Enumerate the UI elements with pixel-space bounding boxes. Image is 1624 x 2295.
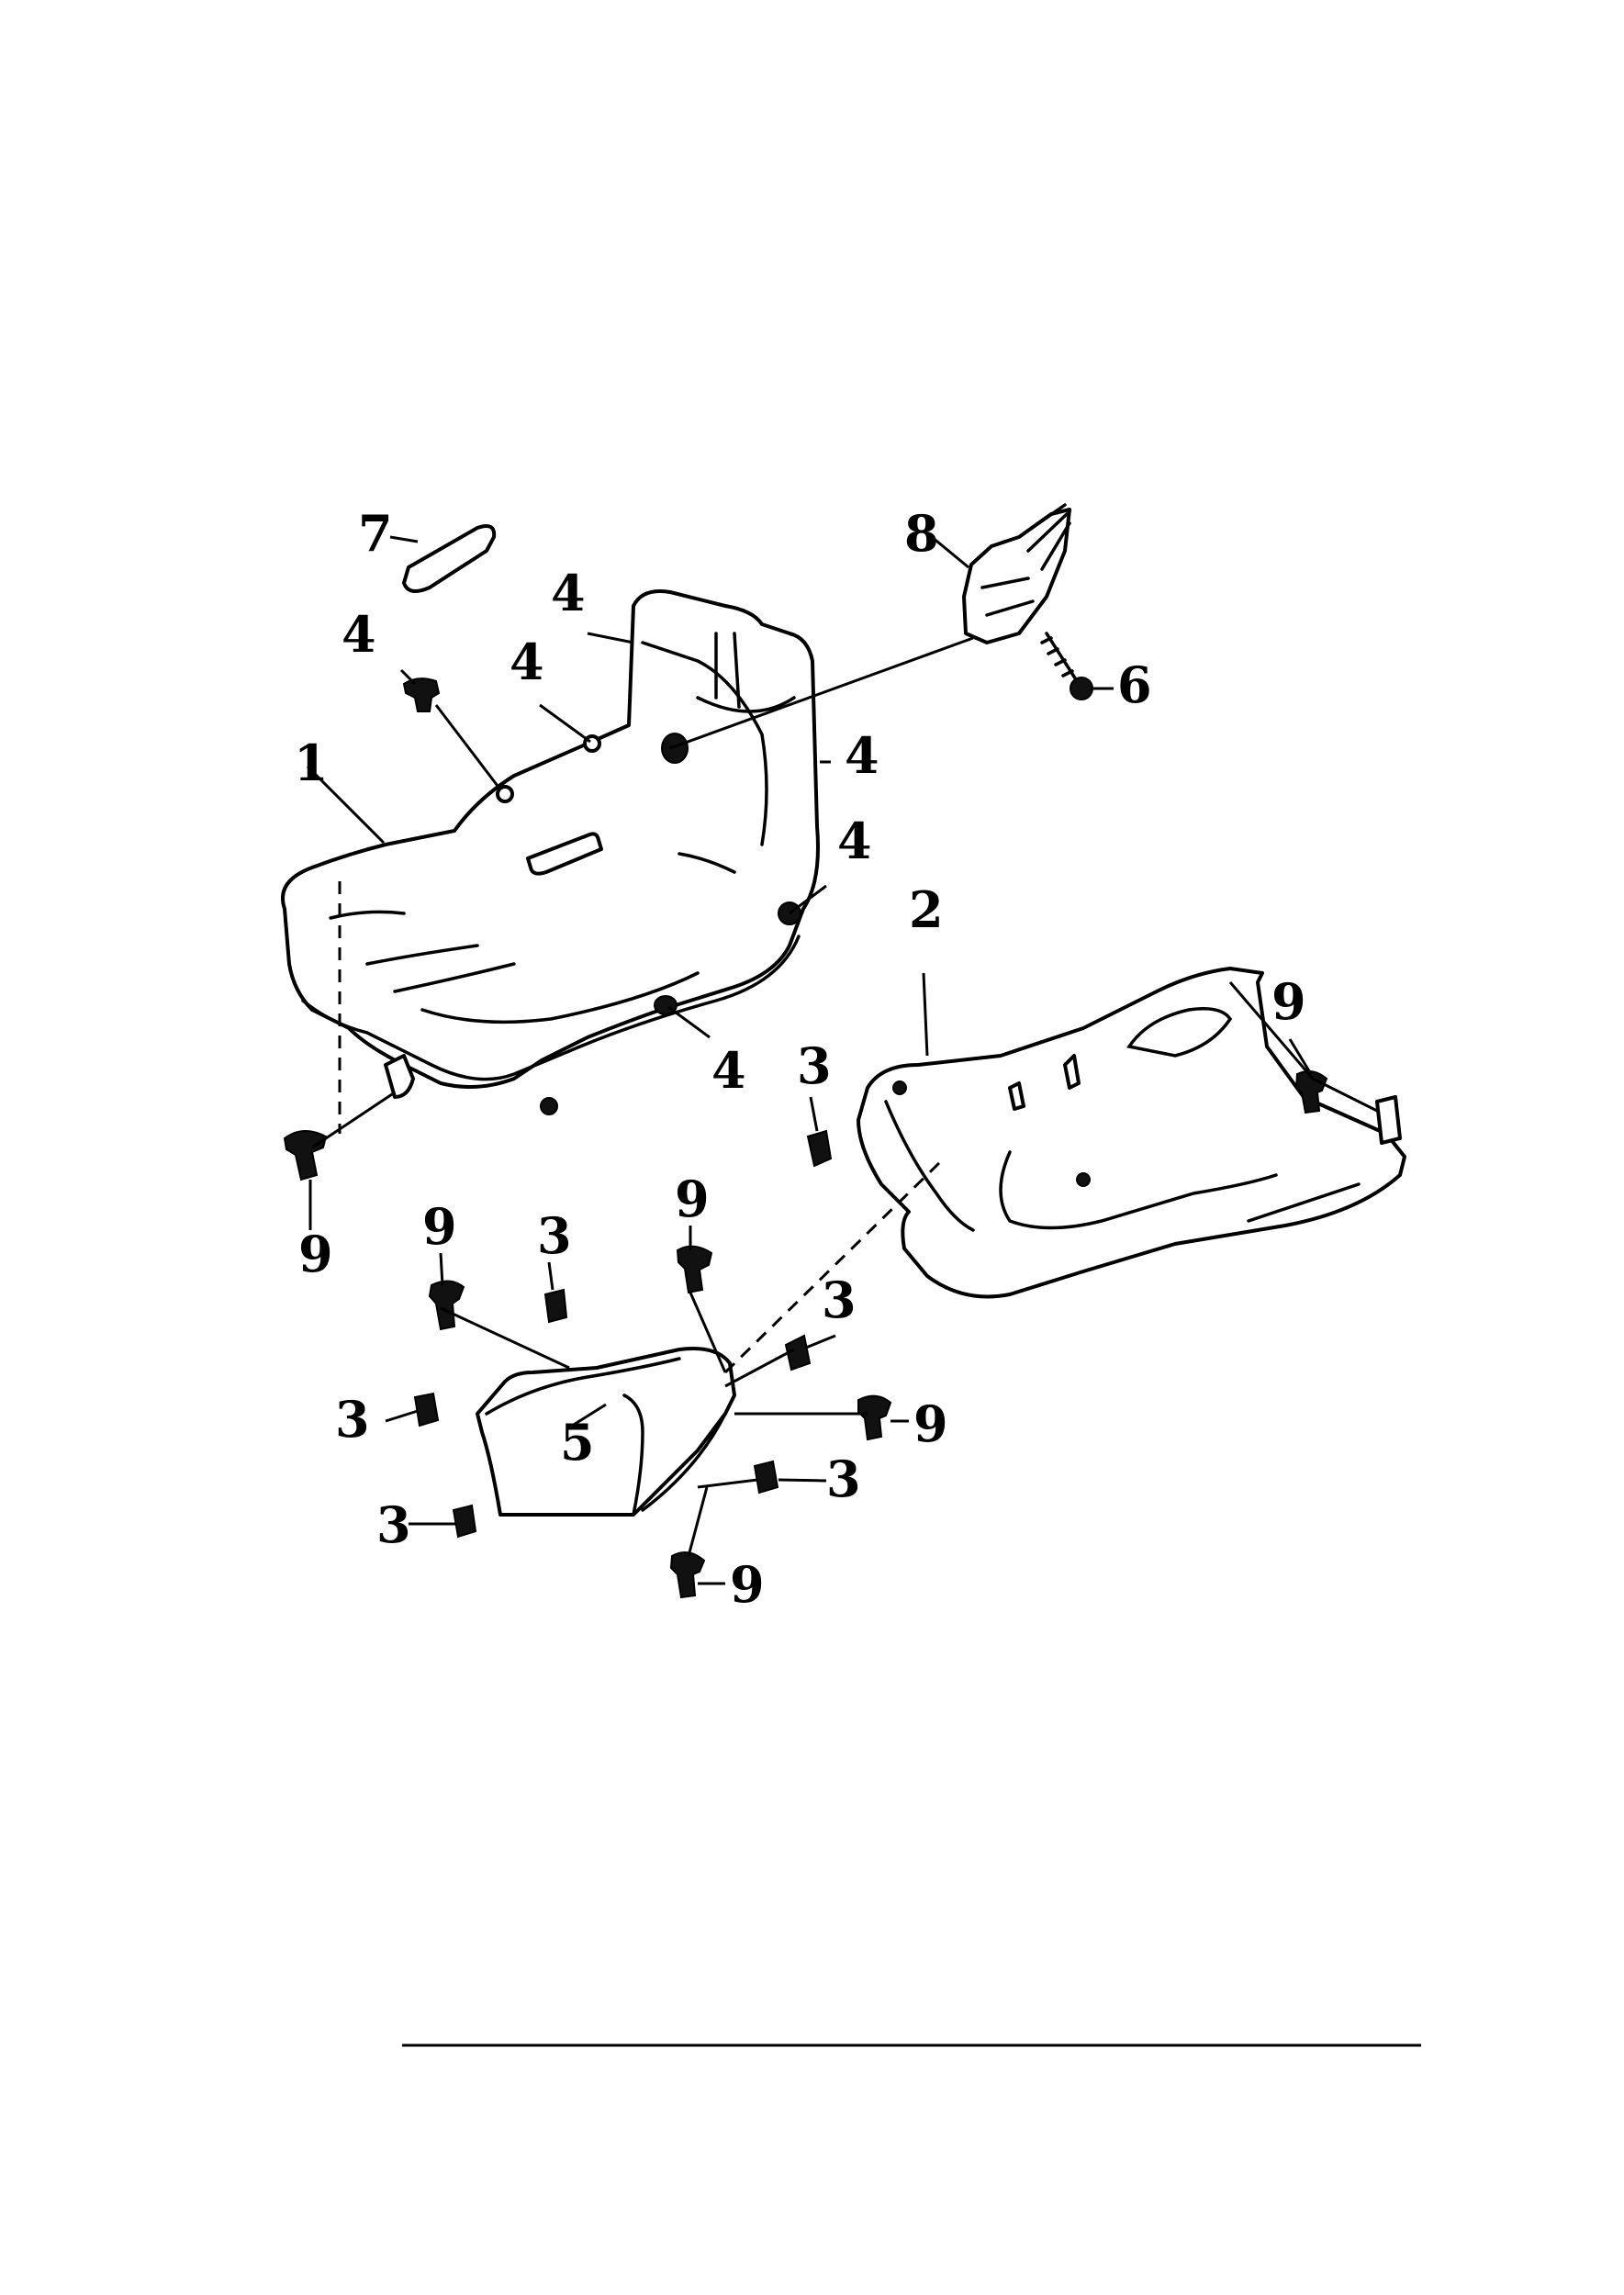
clip-nuts: [413, 1129, 833, 1539]
callout-3: 3: [826, 1450, 861, 1508]
callout-7: 7: [358, 504, 393, 563]
callout-5: 5: [560, 1413, 595, 1472]
callout-1: 1: [294, 733, 329, 792]
screw-icon: [1040, 632, 1093, 700]
trim-strip: [402, 524, 497, 593]
callout-4: 4: [342, 605, 376, 664]
callout-4: 4: [510, 633, 544, 691]
callout-4: 4: [711, 1041, 746, 1100]
callout-9: 9: [422, 1197, 457, 1256]
callout-4: 4: [551, 564, 586, 622]
rivet-icon: [669, 1551, 706, 1599]
front-shield: [281, 589, 820, 1115]
callout-6: 6: [1117, 655, 1152, 714]
rivet-icon: [676, 1245, 713, 1294]
callout-labels: 7 8 4 4 4 4 4 4 1 6 2 9 3 9 9 3 9 3 3 5 …: [294, 504, 1306, 1614]
callout-2: 2: [909, 880, 944, 939]
floor-panel: [857, 967, 1406, 1299]
callout-8: 8: [904, 504, 939, 563]
assembly-axes: [338, 881, 943, 1374]
clip-nut-icon: [413, 1392, 440, 1427]
clip-nut-icon: [784, 1334, 812, 1371]
clip-nut-icon: [452, 1504, 477, 1539]
clip-nut-icon: [543, 1288, 568, 1324]
callout-9: 9: [730, 1555, 765, 1614]
callout-4: 4: [845, 726, 879, 785]
callout-4: 4: [837, 812, 872, 870]
rivet-icon: [428, 1280, 465, 1331]
callout-3: 3: [335, 1390, 370, 1449]
callout-3: 3: [537, 1206, 572, 1265]
clip-nut-icon: [753, 1460, 779, 1495]
callout-3: 3: [797, 1036, 832, 1095]
callout-9: 9: [675, 1170, 710, 1228]
callout-3: 3: [376, 1495, 411, 1554]
hook: [962, 503, 1071, 644]
lower-cover: [476, 1347, 736, 1517]
leader-lines: [306, 535, 1378, 1585]
screw-icon: [402, 677, 441, 712]
rivet-icon: [857, 1394, 892, 1441]
callout-9: 9: [298, 1225, 333, 1283]
callout-9: 9: [913, 1394, 948, 1453]
push-rivets: [283, 632, 1328, 1599]
callout-3: 3: [822, 1271, 857, 1329]
callout-9: 9: [1271, 972, 1306, 1031]
rivet-icon: [283, 1130, 328, 1181]
clip-nut-icon: [806, 1129, 833, 1168]
